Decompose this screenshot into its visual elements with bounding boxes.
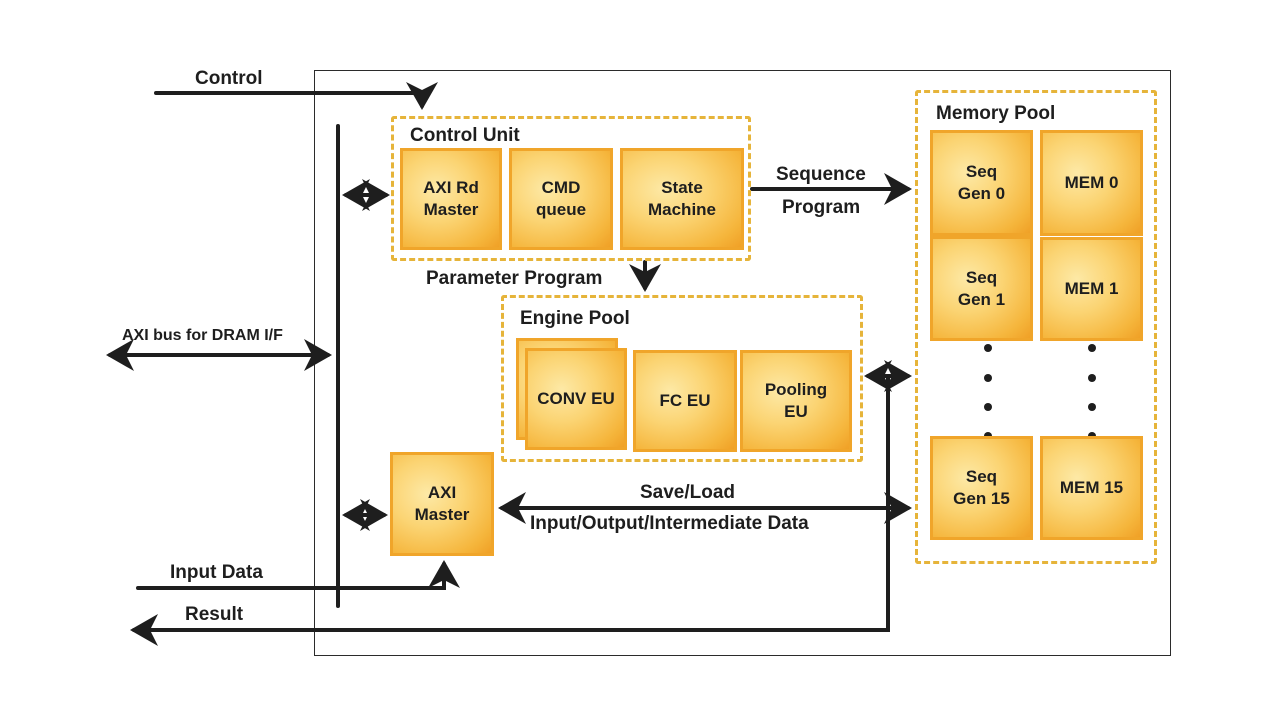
ellipsis-dot — [1088, 344, 1096, 352]
axi-bus-label: AXI bus for DRAM I/F — [122, 327, 283, 344]
engine-pool-title: Engine Pool — [520, 308, 630, 329]
block-label: MEM 15 — [1059, 478, 1124, 497]
block-label: Machine — [647, 200, 717, 219]
memory-pool — [915, 90, 1157, 564]
conv-eu-block[interactable]: CONV EU — [525, 348, 627, 450]
axi-rd-master-block[interactable]: AXI Rd Master — [400, 148, 502, 250]
block-label: Seq — [965, 267, 998, 287]
save-load-label: Save/Load — [640, 482, 736, 503]
sequence-label: Sequence — [776, 164, 866, 185]
block-label: Master — [414, 505, 470, 524]
cmd-queue-block[interactable]: CMD queue — [509, 148, 613, 250]
block-label: Seq — [965, 467, 998, 486]
block-label: MEM 1 — [1064, 279, 1119, 298]
block-label: Master — [423, 200, 479, 219]
parameter-program-label: Parameter Program — [426, 268, 603, 289]
memory-pool-title: Memory Pool — [936, 103, 1056, 124]
input-data-wire — [136, 560, 460, 590]
mem-0-block[interactable]: MEM 0 — [1040, 130, 1143, 236]
block-label: State — [661, 178, 703, 197]
block-label: Seq — [965, 162, 998, 181]
ellipsis-dot — [984, 374, 992, 382]
axi-master-block[interactable]: AXI Master — [390, 452, 494, 556]
ellipsis-dot — [984, 403, 992, 411]
block-label: AXI Rd — [423, 178, 479, 197]
block-label: Pooling — [764, 380, 828, 399]
block-label: Gen 15 — [953, 489, 1010, 508]
block-label: EU — [784, 402, 808, 421]
result-label: Result — [185, 604, 244, 625]
control-label: Control — [195, 68, 263, 89]
mem-15-block[interactable]: MEM 15 — [1040, 436, 1143, 540]
control-unit-pool — [391, 116, 751, 261]
ellipsis-dot — [984, 344, 992, 352]
result-wire — [130, 374, 890, 646]
block-label: FC EU — [659, 391, 711, 410]
mem-1-block[interactable]: MEM 1 — [1040, 237, 1143, 341]
input-data-label: Input Data — [170, 562, 263, 583]
io-data-label: Input/Output/Intermediate Data — [530, 513, 809, 534]
block-label: MEM 0 — [1064, 173, 1119, 192]
control-unit-title: Control Unit — [410, 125, 520, 146]
block-label: Gen 1 — [957, 289, 1006, 309]
fc-eu-block[interactable]: FC EU — [633, 350, 737, 452]
ellipsis-dot — [1088, 374, 1096, 382]
control-wire — [154, 82, 438, 110]
block-label: Gen 0 — [957, 184, 1006, 203]
engine-pool — [501, 295, 863, 462]
block-label: CONV EU — [537, 389, 615, 408]
program-label: Program — [782, 197, 861, 218]
block-label: AXI — [427, 483, 457, 502]
ellipsis-dot — [1088, 403, 1096, 411]
block-label: CMD — [541, 178, 581, 197]
block-label: queue — [535, 200, 587, 219]
